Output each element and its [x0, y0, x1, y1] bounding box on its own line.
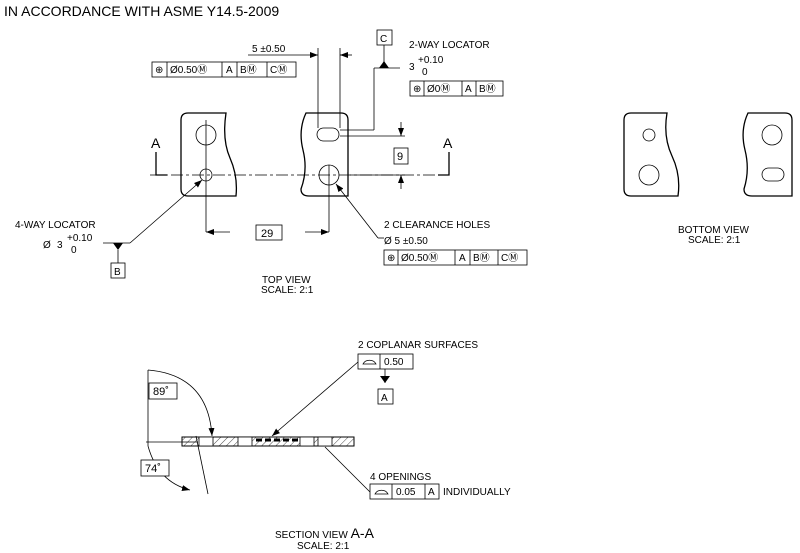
- datum-c-box: [376, 29, 393, 46]
- section-opening-3: [299, 436, 315, 447]
- section-view-caption: SECTION VIEW A-A: [275, 525, 375, 541]
- clearance-fcf-datum-c: CⓂ: [501, 252, 518, 264]
- coplanar-value: 0.50: [384, 357, 404, 368]
- bottom-view: BOTTOM VIEW SCALE: 2:1: [623, 112, 793, 246]
- datum-a-letter: A: [381, 393, 388, 404]
- four-way-diameter: Ø: [43, 240, 51, 251]
- two-way-fcf-datum-a: A: [465, 84, 472, 95]
- four-way-tol-plus: +0.10: [67, 233, 93, 244]
- section-view: 89˚ 74˚ 2 COPLANAR SURFACES 0.50 A 4 OPE…: [140, 340, 511, 552]
- clearance-fcf-datum-b: BⓂ: [473, 252, 490, 264]
- angle-top-value: 89˚: [153, 386, 169, 398]
- datum-c-letter: C: [380, 34, 387, 45]
- dim-right-box: [393, 147, 409, 165]
- section-caption-letters: A-A: [351, 525, 375, 541]
- two-way-tol-plus: +0.10: [418, 55, 444, 66]
- datum-b-box: [110, 262, 126, 279]
- dim-bottom-box: [255, 224, 283, 241]
- fcf-datum-c: CⓂ: [270, 64, 287, 76]
- angle-top-box: [148, 382, 178, 400]
- clearance-fcf-tolerance: Ø0.50Ⓜ: [401, 252, 438, 264]
- openings-label: 4 OPENINGS: [370, 472, 431, 483]
- bottom-view-caption: BOTTOM VIEW: [678, 225, 749, 236]
- openings-leader: [324, 446, 371, 493]
- datum-b-letter: B: [114, 267, 121, 278]
- four-way-locator-callout: 4-WAY LOCATOR Ø 3 +0.10 0 B: [15, 179, 203, 279]
- section-arrow-right: [438, 152, 450, 176]
- standard-note: IN ACCORDANCE WITH ASME Y14.5-2009: [4, 3, 279, 19]
- angle-arc-top: [147, 369, 215, 437]
- datum-a-box: [377, 388, 394, 405]
- dim-top-value: 5 ±0.50: [252, 44, 286, 55]
- coplanar-label: 2 COPLANAR SURFACES: [358, 340, 478, 351]
- openings-callout: 4 OPENINGS 0.05 A INDIVIDUALLY: [324, 446, 511, 500]
- fcf-symbol: ⊕: [155, 65, 163, 76]
- datum-b-triangle: [113, 243, 123, 250]
- section-opening-2: [237, 436, 253, 447]
- section-arrow-left: [155, 152, 167, 176]
- clearance-leader: [335, 183, 379, 239]
- two-way-tol-minus: 0: [422, 67, 428, 78]
- two-way-label: 2-WAY LOCATOR: [409, 40, 490, 51]
- two-way-locator-callout: C 2-WAY LOCATOR 3 +0.10 0 ⊕ Ø0Ⓜ A BⓂ: [340, 29, 504, 137]
- fcf-tolerance: Ø0.50Ⓜ: [170, 64, 207, 76]
- datum-a-triangle: [380, 376, 390, 383]
- section-letter-left: A: [151, 135, 161, 151]
- bottom-view-slot: [761, 167, 785, 182]
- section-opening-1: [198, 436, 214, 447]
- two-way-size: 3: [409, 62, 415, 73]
- section-caption-prefix: SECTION VIEW: [275, 530, 351, 541]
- bottom-view-right-part: [742, 112, 793, 197]
- two-way-fcf-datum-b: BⓂ: [479, 83, 496, 95]
- openings-datum: A: [428, 487, 435, 498]
- bottom-view-clearance-hole-left: [638, 164, 660, 186]
- fcf-datum-a: A: [226, 65, 233, 76]
- bottom-view-locator-hole: [642, 128, 656, 142]
- clearance-fcf-symbol: ⊕: [387, 253, 395, 264]
- four-way-leader: [129, 179, 203, 244]
- top-view-caption: TOP VIEW: [262, 275, 311, 286]
- top-view-left-part: [180, 112, 238, 197]
- clearance-label: 2 CLEARANCE HOLES: [384, 220, 490, 231]
- four-way-tol-minus: 0: [71, 245, 77, 256]
- section-opening-4: [317, 436, 333, 447]
- top-view: A A 5 ±0.50 ⊕ Ø0.50Ⓜ A BⓂ CⓂ C 2-W: [15, 29, 528, 296]
- coplanar-callout: 2 COPLANAR SURFACES 0.50 A: [271, 340, 478, 437]
- bottom-view-clearance-hole-right: [761, 124, 783, 146]
- two-way-fcf-symbol: ⊕: [413, 84, 421, 95]
- top-view-scale: SCALE: 2:1: [261, 285, 314, 296]
- profile-surface-icon-2: [374, 489, 389, 495]
- clearance-holes-callout: 2 CLEARANCE HOLES Ø 5 ±0.50 ⊕ Ø0.50Ⓜ A B…: [335, 183, 528, 266]
- clearance-size: Ø 5 ±0.50: [384, 236, 428, 247]
- clearance-fcf-datum-a: A: [459, 253, 466, 264]
- section-view-scale: SCALE: 2:1: [297, 541, 350, 552]
- fcf-top-position: ⊕ Ø0.50Ⓜ A BⓂ CⓂ: [151, 61, 297, 78]
- top-view-right-part: [300, 112, 349, 197]
- angle-bottom-box: [140, 459, 170, 477]
- fcf-datum-b: BⓂ: [240, 64, 257, 76]
- dim-right-value: 9: [397, 151, 403, 163]
- profile-surface-icon: [362, 359, 377, 365]
- bottom-view-scale: SCALE: 2:1: [688, 235, 741, 246]
- openings-suffix: INDIVIDUALLY: [443, 487, 511, 498]
- four-way-label: 4-WAY LOCATOR: [15, 220, 96, 231]
- dim-bottom-value: 29: [261, 228, 273, 240]
- bottom-view-left-part: [623, 112, 680, 197]
- openings-value: 0.05: [396, 487, 416, 498]
- coplanar-leader: [271, 361, 359, 437]
- four-way-size: 3: [57, 240, 63, 251]
- angle-bottom-value: 74˚: [145, 463, 161, 475]
- two-way-fcf-tolerance: Ø0Ⓜ: [427, 83, 450, 95]
- two-way-locator-slot: [316, 127, 340, 142]
- datum-c-triangle: [379, 61, 389, 68]
- section-letter-right: A: [443, 135, 453, 151]
